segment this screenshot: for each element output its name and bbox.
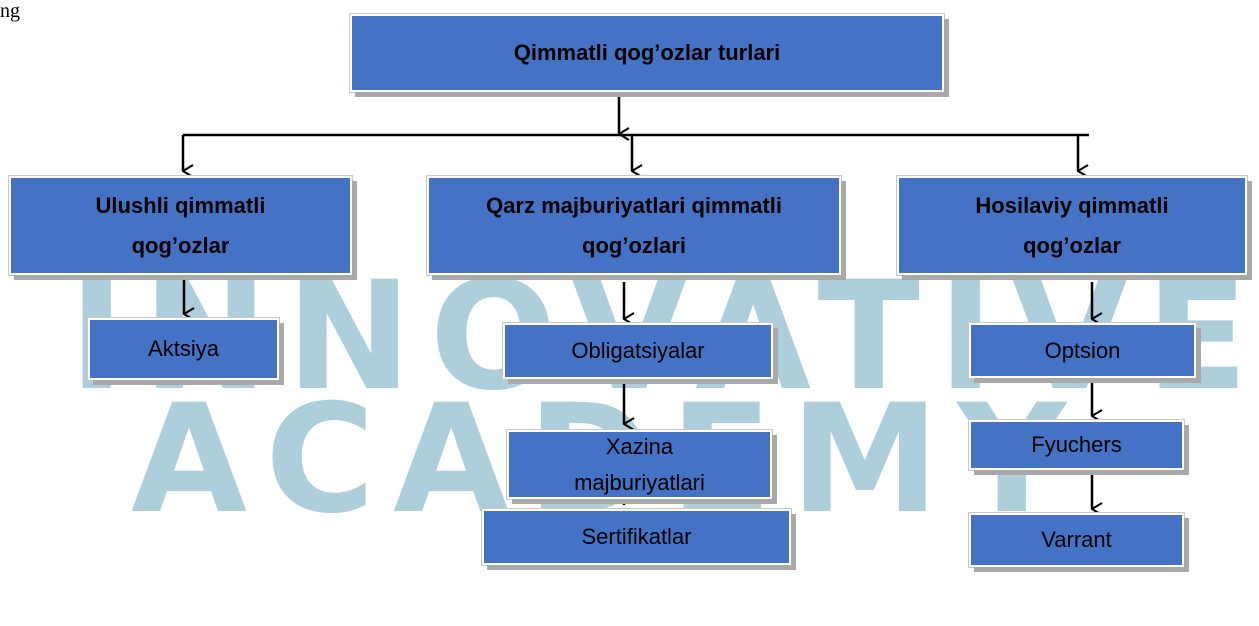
leaf-aktsiya: Aktsiya — [88, 318, 279, 380]
category-derivative-label: Hosilaviy qimmatli qog’ozlar — [975, 192, 1169, 258]
category-equity-label: Ulushli qimmatli qog’ozlar — [95, 192, 266, 258]
leaf-varrant: Varrant — [969, 513, 1184, 567]
leaf-optsion-label: Optsion — [1044, 337, 1121, 363]
category-debt-label: Qarz majburiyatlari qimmatli qog’ozlari — [486, 192, 782, 258]
leaf-sertifikatlar: Sertifikatlar — [482, 509, 791, 565]
root-label: Qimmatli qog’ozlar turlari — [513, 40, 781, 65]
category-equity-node: Ulushli qimmatli qog’ozlar — [9, 176, 352, 275]
leaf-sertifikatlar-label: Sertifikatlar — [581, 524, 692, 549]
text-fragment: ng — [0, 0, 20, 22]
leaf-xazina: Xazina majburiyatlari — [507, 430, 772, 499]
leaf-aktsiya-label: Aktsiya — [148, 336, 219, 361]
leaf-varrant-label: Varrant — [1041, 527, 1112, 552]
category-derivative-node: Hosilaviy qimmatli qog’ozlar — [897, 176, 1247, 275]
leaf-obligatsiyalar-label: Obligatsiyalar — [571, 338, 705, 363]
leaf-optsion: Optsion — [969, 323, 1196, 378]
root-node: Qimmatli qog’ozlar turlari — [350, 14, 944, 92]
leaf-obligatsiyalar: Obligatsiyalar — [503, 323, 773, 379]
leaf-fyuchers-label: Fyuchers — [1031, 432, 1122, 457]
leaf-xazina-label: Xazina majburiyatlari — [574, 433, 705, 495]
leaf-fyuchers: Fyuchers — [969, 420, 1184, 470]
category-debt-node: Qarz majburiyatlari qimmatli qog’ozlari — [427, 176, 841, 275]
